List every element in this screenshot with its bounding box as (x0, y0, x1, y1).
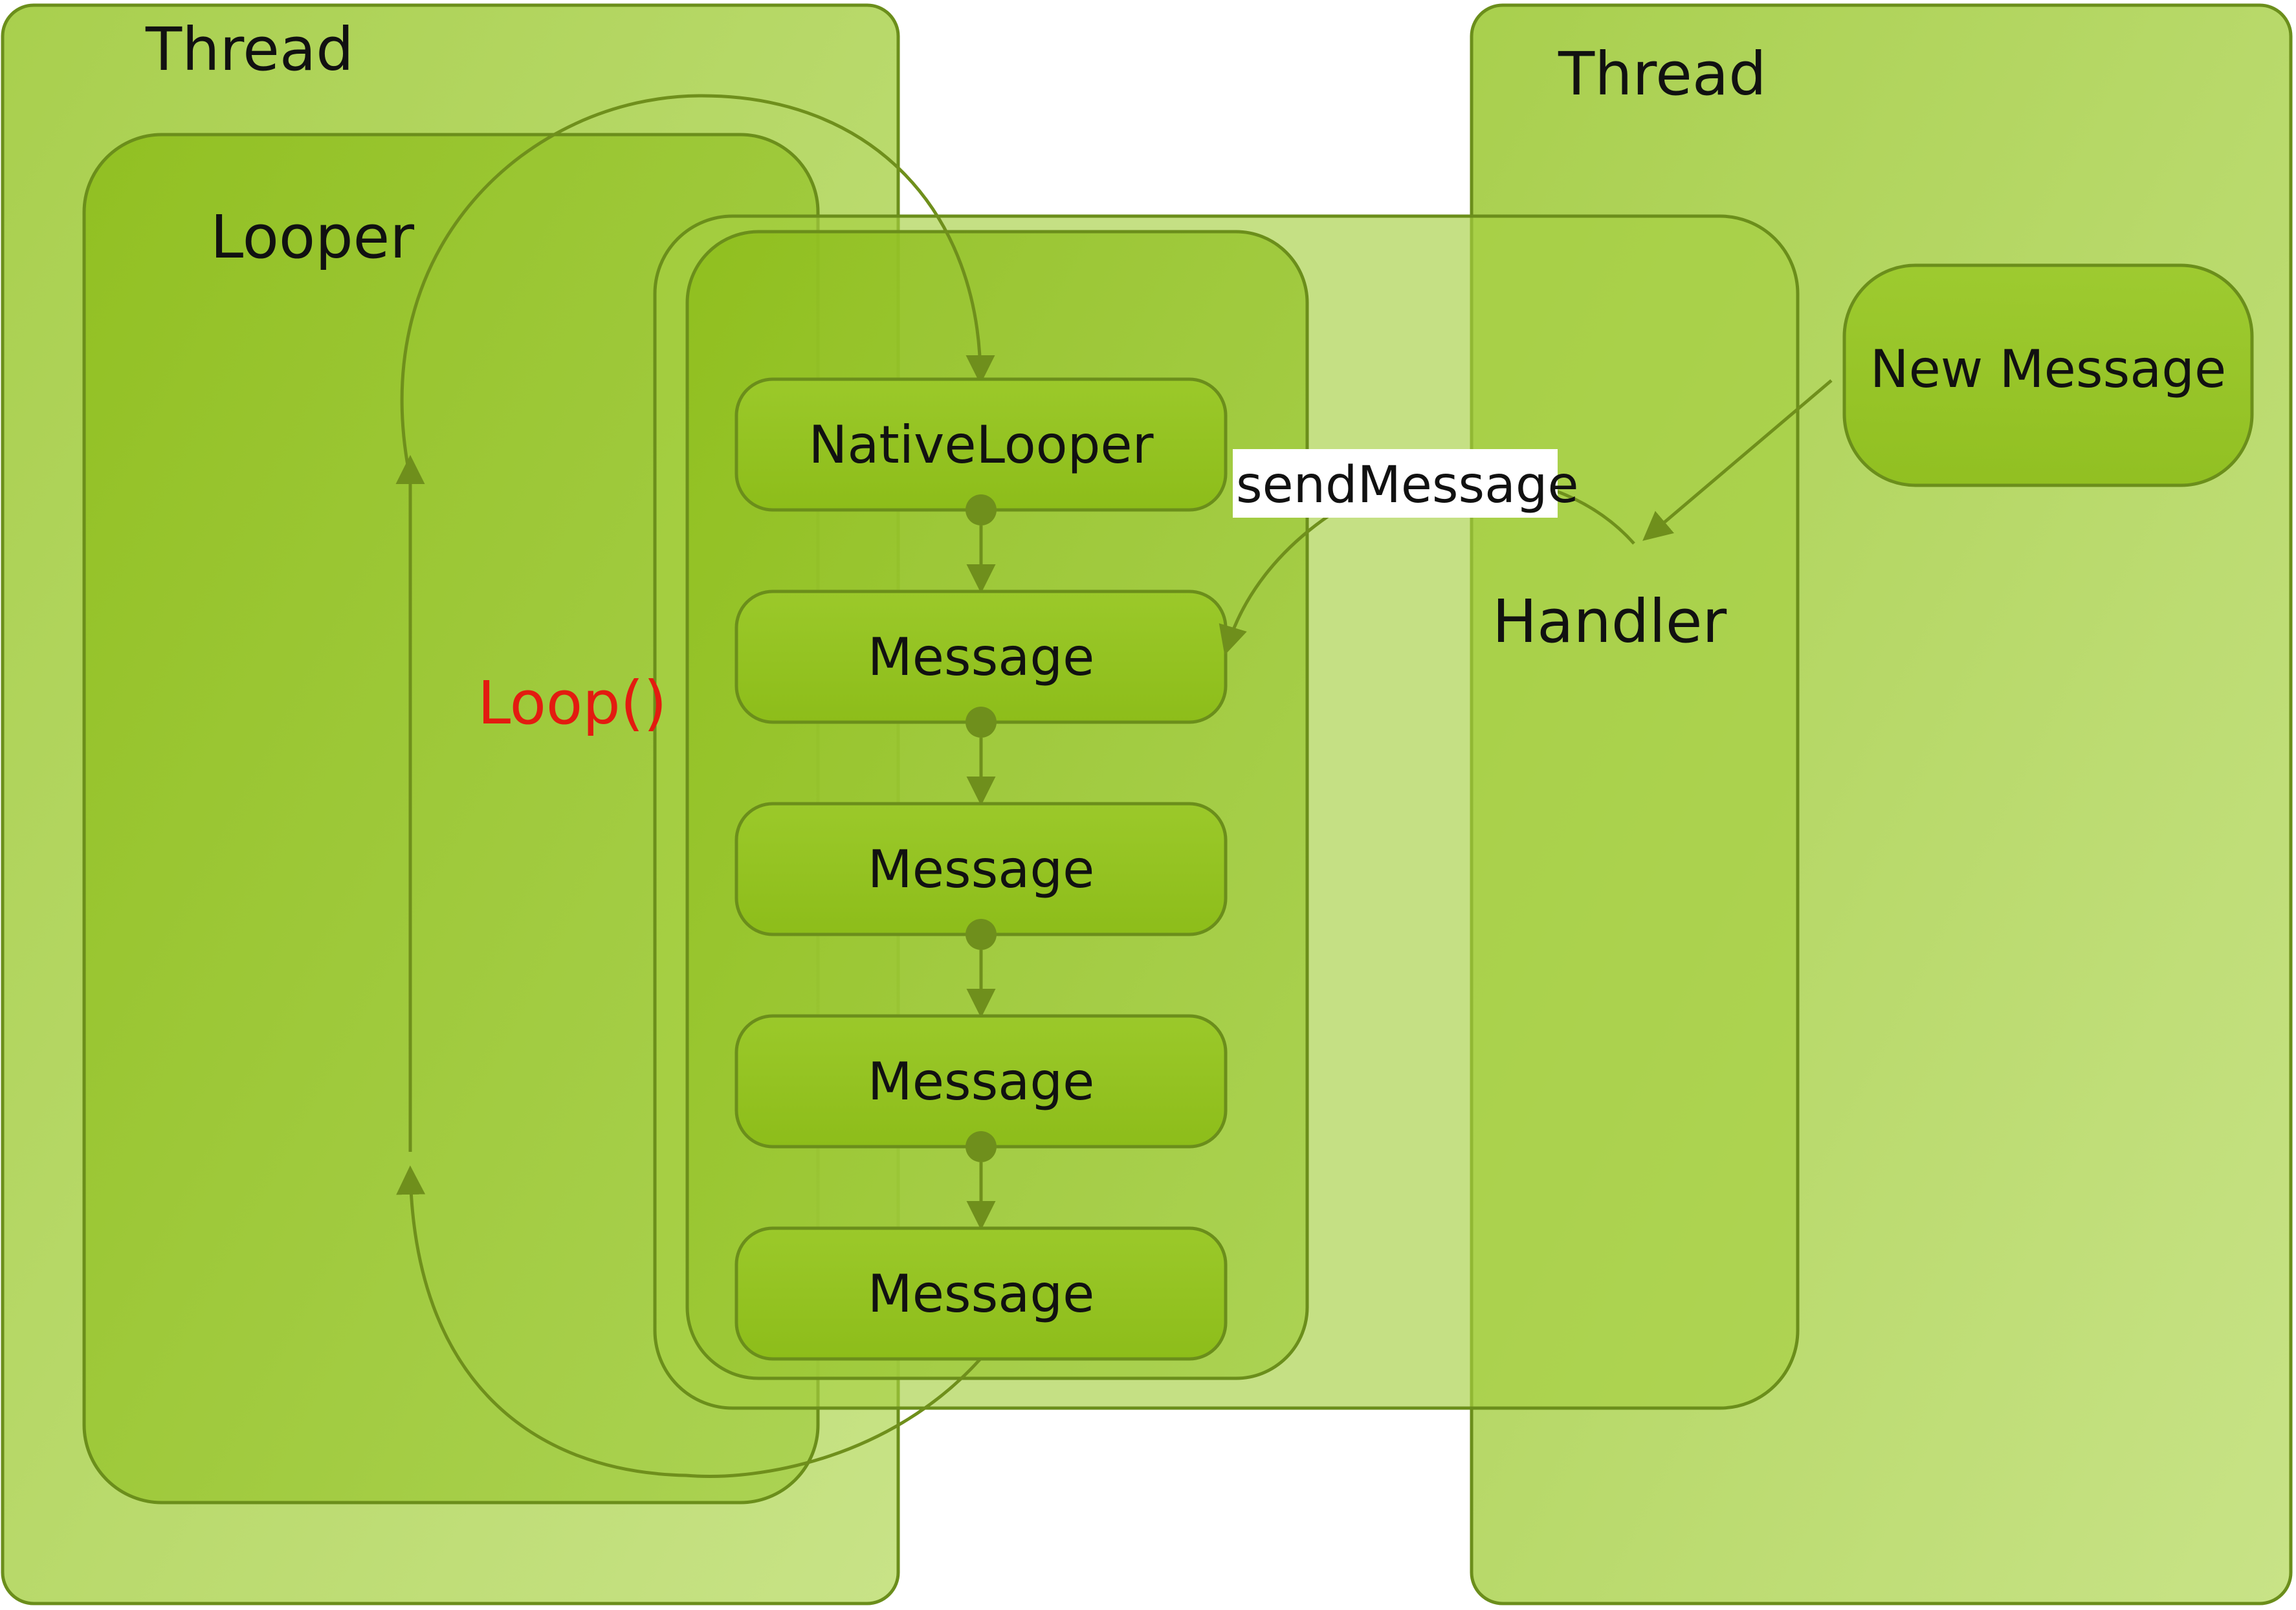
handler-label: Handler (1492, 587, 1727, 656)
link-dot-3 (966, 919, 997, 950)
right-thread-label: Thread (1558, 39, 1767, 109)
loop-arrow-bottom (396, 1165, 982, 1478)
new-message-box (1842, 263, 2254, 487)
looper-label: Looper (210, 203, 414, 272)
send-message-label-bg (1233, 449, 1558, 518)
new-message-to-handler-arrow (1642, 379, 1833, 541)
link-dot-2 (966, 707, 997, 738)
left-thread-label: Thread (145, 15, 354, 84)
loop-label: Loop() (478, 668, 667, 738)
link-dot-4 (966, 1131, 997, 1162)
message-1-label: Message (868, 627, 1095, 687)
message-4-box (734, 1226, 1228, 1361)
send-message-label: sendMessage (1236, 456, 1578, 514)
new-message-label: New Message (1870, 339, 2227, 399)
message-3-label: Message (868, 1052, 1095, 1112)
message-2-label: Message (868, 839, 1095, 899)
native-looper-label: NativeLooper (809, 415, 1154, 475)
message-4-label: Message (868, 1264, 1095, 1324)
link-dot-1 (966, 494, 997, 525)
loop-arrow-top (400, 94, 995, 480)
